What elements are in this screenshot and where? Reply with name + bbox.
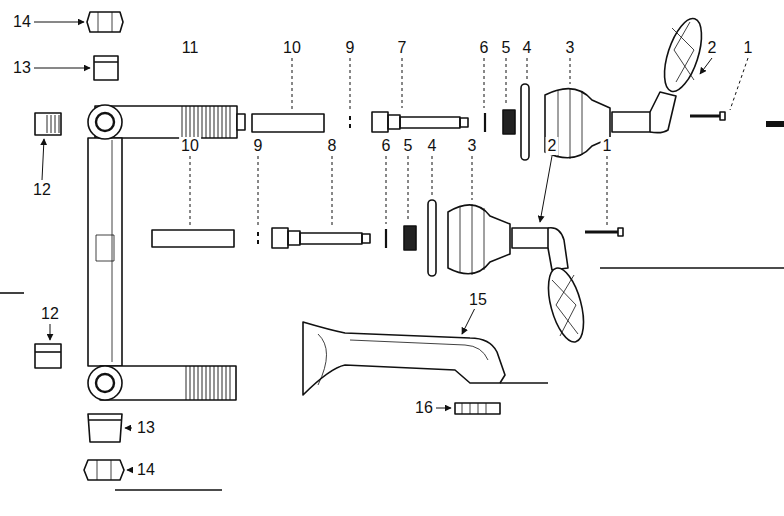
leader-lines	[190, 58, 748, 228]
callout-number: 12	[31, 181, 53, 199]
callout-number: 3	[564, 39, 577, 57]
callout-number: 1	[601, 137, 614, 155]
callout-number: 5	[402, 137, 415, 155]
callout-number: 1	[742, 39, 755, 57]
callout-number: 6	[478, 39, 491, 57]
callout-number: 4	[426, 137, 439, 155]
callout-number: 13	[11, 59, 33, 77]
lower-valve-parts	[152, 200, 623, 346]
callout-number: 12	[39, 305, 61, 323]
callout-number: 2	[546, 137, 559, 155]
callout-number: 3	[466, 137, 479, 155]
callout-number: 11	[180, 39, 201, 57]
callout-number: 2	[706, 39, 719, 57]
callout-number: 9	[344, 39, 357, 57]
callout-number: 7	[396, 39, 409, 57]
callout-number: 16	[413, 399, 435, 417]
callout-number: 14	[11, 13, 33, 31]
leader-arrows	[34, 22, 712, 470]
callout-number: 8	[326, 137, 339, 155]
rule-lines	[0, 121, 784, 490]
fittings	[35, 12, 124, 480]
upper-valve-parts	[252, 14, 725, 160]
callout-number: 10	[179, 137, 201, 155]
callout-number: 10	[281, 39, 303, 57]
faucet-body	[88, 105, 245, 400]
callout-number: 5	[500, 39, 513, 57]
callout-number: 14	[135, 461, 157, 479]
callout-number: 6	[380, 137, 393, 155]
callout-number: 15	[467, 291, 489, 309]
callout-number: 4	[521, 39, 534, 57]
callout-number: 13	[135, 419, 157, 437]
spout	[303, 322, 505, 414]
callout-number: 9	[252, 137, 265, 155]
